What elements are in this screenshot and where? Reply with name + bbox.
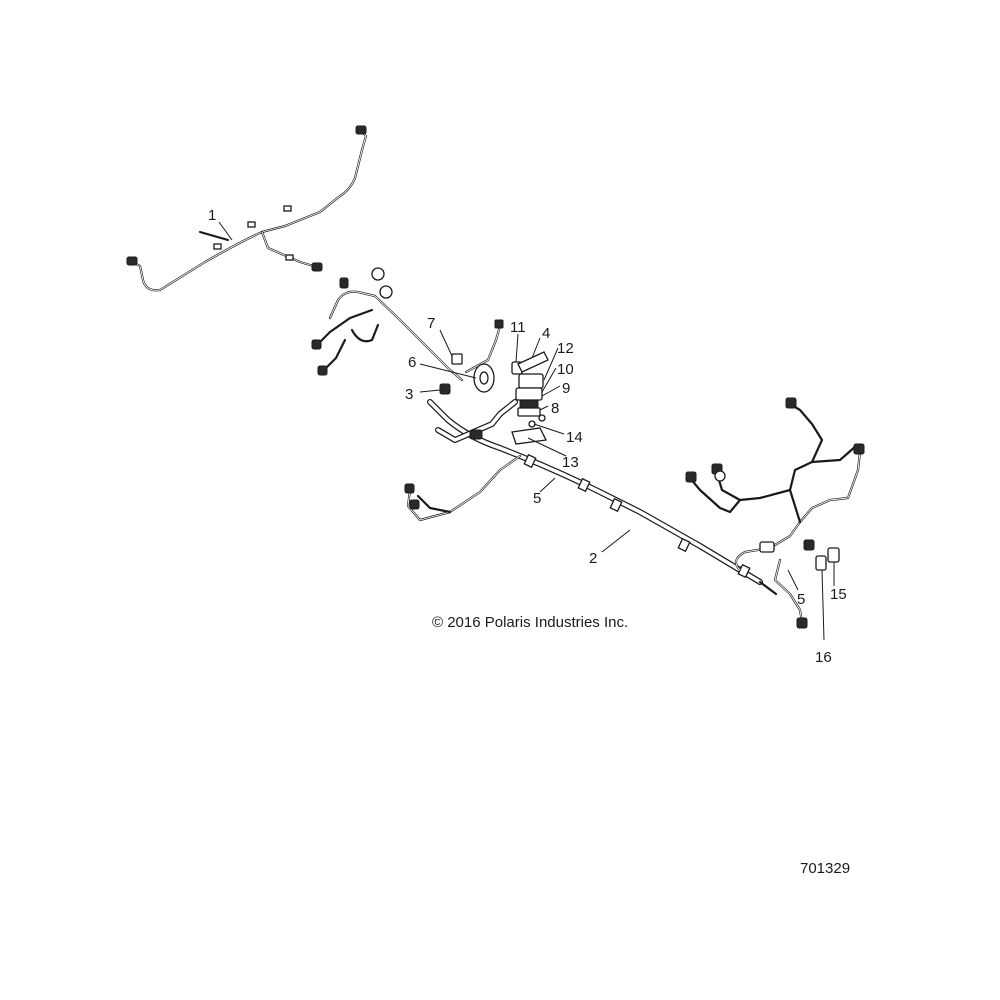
front-branch-harness [311,267,504,382]
leader-lines [218,221,835,641]
callout-6: 6 [408,354,416,371]
callout-16: 16 [815,649,832,666]
callout-2: 2 [589,550,597,567]
callout-9: 9 [562,380,570,397]
harness-1 [126,125,368,292]
copyright-notice: © 2016 Polaris Industries Inc. [432,614,629,631]
harness-2 [404,399,763,585]
callout-7: 7 [427,315,435,332]
callout-1: 1 [208,207,216,224]
callout-12: 12 [557,340,574,357]
callout-5b: 5 [797,591,805,608]
part-10-fuse-box [515,387,543,401]
part-13-plate [511,427,547,445]
callout-10: 10 [557,361,574,378]
part-7-clip [451,353,463,365]
part-15-connector [827,547,840,563]
part-4-cover [517,351,549,373]
callout-15: 15 [830,586,847,603]
right-branch-harness [685,397,865,629]
callout-5a: 5 [533,490,541,507]
part-12-block [518,373,544,389]
callout-13: 13 [562,454,579,471]
part-16-connector [815,555,827,571]
callout-3: 3 [405,386,413,403]
part-9-connector [519,399,539,409]
callout-4: 4 [542,325,550,342]
part-3-connector [439,383,451,395]
part-8-bracket [517,407,541,417]
callout-11: 11 [510,319,526,336]
component-cluster [439,351,549,445]
callout-numbers: 1 2 3 4 5 5 6 7 8 9 10 11 12 13 14 15 16 [208,207,847,666]
callout-14: 14 [566,429,583,446]
figure-number: 701329 [800,860,851,877]
callout-8: 8 [551,400,559,417]
